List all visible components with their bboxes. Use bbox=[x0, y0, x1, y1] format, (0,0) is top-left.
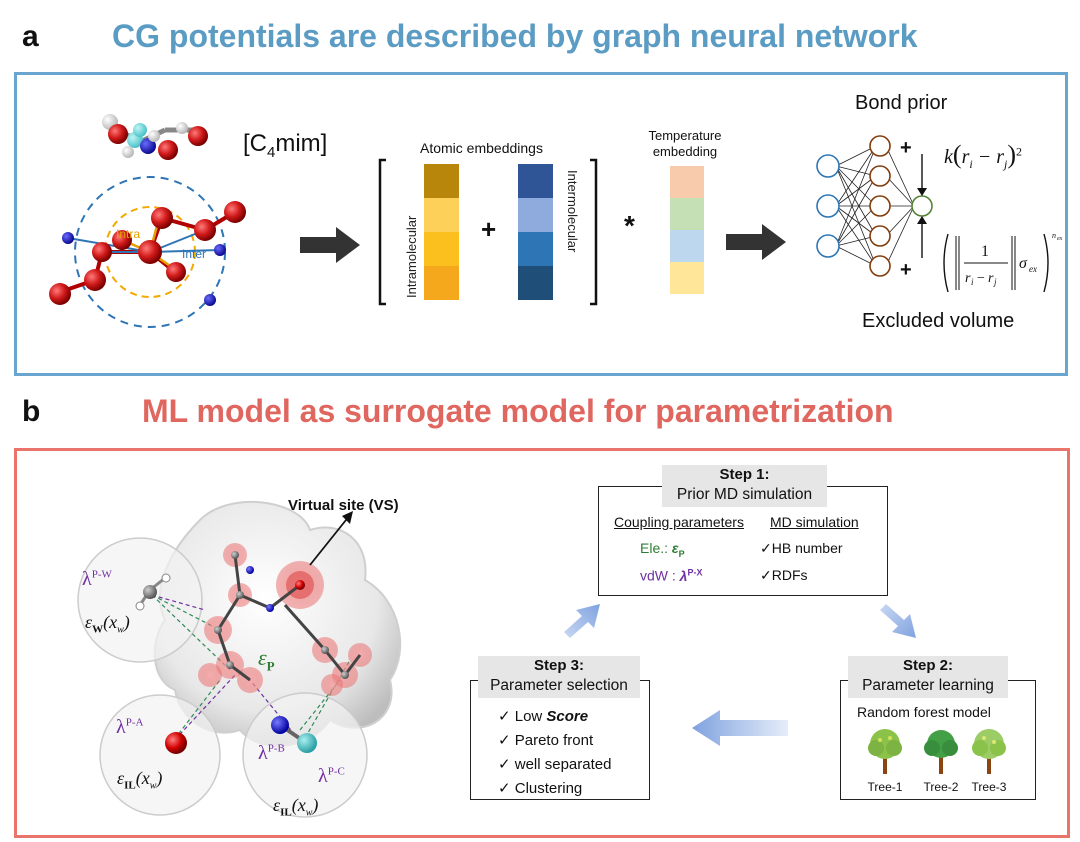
molecule-label: [C4mim] bbox=[243, 130, 328, 161]
inter-label: Inter bbox=[182, 247, 206, 261]
lambda-pw-label: λP-W bbox=[82, 568, 112, 590]
tree-3-label: Tree-3 bbox=[971, 780, 1007, 794]
molecular-surface-illustration bbox=[77, 500, 402, 818]
step1-header: Step 1: Prior MD simulation bbox=[662, 465, 827, 507]
svg-text:ex: ex bbox=[1029, 264, 1037, 274]
intra-embedding-cell bbox=[424, 232, 459, 266]
lambda-pa-label: λP-A bbox=[116, 716, 144, 738]
svg-text:n: n bbox=[1052, 231, 1056, 240]
step1-subtitle: Prior MD simulation bbox=[676, 486, 813, 503]
step3-title: Step 3: bbox=[533, 657, 584, 674]
step2-header: Step 2: Parameter learning bbox=[848, 656, 1008, 698]
epsilon-il-a-label: εIL(xw) bbox=[117, 768, 163, 792]
step3-header: Step 3: Parameter selection bbox=[478, 656, 640, 698]
electrostatic-parameter: Ele.: εP bbox=[640, 540, 685, 559]
intra-label: Intra bbox=[116, 227, 140, 241]
md-simulation-header: MD simulation bbox=[770, 514, 859, 530]
vdw-parameter: vdW : λP-X bbox=[640, 567, 703, 584]
step2-subtitle: Parameter learning bbox=[862, 677, 994, 694]
excluded-volume-plus: + bbox=[900, 259, 912, 281]
ionic-liquid-molecule-top bbox=[102, 114, 208, 160]
times-symbol: * bbox=[624, 210, 635, 241]
molecule-graph-illustration: Intra Inter bbox=[49, 114, 246, 328]
intra-embedding-cell bbox=[424, 266, 459, 300]
atomic-embeddings-label: Atomic embeddings bbox=[420, 140, 543, 156]
inter-embedding-cell bbox=[518, 232, 553, 266]
arrow-right-icon-2 bbox=[726, 224, 786, 260]
svg-text:−: − bbox=[977, 271, 985, 286]
virtual-site-label: Virtual site (VS) bbox=[288, 497, 399, 514]
arrow-left-icon bbox=[692, 710, 788, 746]
temperature-embedding-label: Temperature embedding bbox=[648, 128, 722, 159]
tree-1-label: Tree-1 bbox=[867, 780, 903, 794]
temperature-embedding-column bbox=[670, 166, 704, 294]
neural-network-diagram: + + bbox=[816, 135, 933, 281]
intermolecular-label: Intermolecular bbox=[565, 170, 580, 253]
tree-icon-2 bbox=[924, 730, 958, 774]
panel-a-letter: a bbox=[22, 20, 39, 53]
check-item-pareto: ✓ Pareto front bbox=[498, 732, 594, 749]
epsilon-w-label: εW(xw) bbox=[85, 612, 130, 636]
arrow-right-icon bbox=[300, 227, 360, 263]
inter-embedding-cell bbox=[518, 198, 553, 232]
svg-text:j: j bbox=[993, 277, 997, 287]
plus-symbol: + bbox=[481, 214, 496, 244]
epsilon-p-label: εP bbox=[258, 645, 275, 674]
svg-text:σ: σ bbox=[1019, 255, 1028, 272]
excluded-volume-label: Excluded volume bbox=[862, 310, 1015, 332]
temperature-embedding-cell bbox=[670, 198, 704, 230]
check-item-separated: ✓ well separated bbox=[498, 756, 612, 773]
inter-embedding-cell bbox=[518, 164, 553, 198]
tree-icon-1 bbox=[868, 729, 902, 774]
svg-text:i: i bbox=[971, 277, 974, 287]
panel-b-frame bbox=[14, 448, 1070, 838]
tree-icon-3 bbox=[972, 729, 1006, 774]
check-item-clustering: ✓ Clustering bbox=[498, 780, 583, 797]
hb-number-item: ✓HB number bbox=[760, 540, 843, 556]
tree-2-label: Tree-2 bbox=[923, 780, 959, 794]
atomic-embeddings-diagram: Intramolecular Intermolecular + bbox=[378, 158, 598, 306]
temperature-embedding-cell bbox=[670, 262, 704, 294]
arrow-down-right-icon bbox=[880, 604, 916, 638]
panel-b-letter: b bbox=[22, 395, 41, 428]
lambda-pb-label: λP-B bbox=[258, 742, 285, 764]
panel-a-title: CG potentials are described by graph neu… bbox=[112, 18, 918, 54]
rdfs-item: ✓RDFs bbox=[760, 567, 808, 583]
bond-prior-formula: k(ri − rj)2 bbox=[944, 140, 1022, 171]
bond-prior-plus: + bbox=[900, 137, 912, 159]
svg-text:1: 1 bbox=[981, 243, 989, 260]
check-item-low-score: ✓ Low Score bbox=[498, 708, 589, 725]
intra-embedding-cell bbox=[424, 164, 459, 198]
panel-a-frame bbox=[14, 72, 1068, 376]
step2-title: Step 2: bbox=[902, 657, 953, 674]
step3-box bbox=[470, 680, 650, 800]
step3-subtitle: Parameter selection bbox=[490, 677, 628, 694]
random-forest-label: Random forest model bbox=[857, 704, 991, 720]
excluded-volume-formula: 1 r i − r j σ ex n ex bbox=[940, 228, 1065, 298]
svg-text:ex: ex bbox=[1057, 236, 1063, 242]
inter-embedding-cell bbox=[518, 266, 553, 300]
temperature-embedding-cell bbox=[670, 230, 704, 262]
svg-text:r: r bbox=[988, 271, 994, 286]
temperature-embedding-cell bbox=[670, 166, 704, 198]
panel-b-title: ML model as surrogate model for parametr… bbox=[142, 393, 894, 429]
step3-checklist: ✓ Low Score ✓ Pareto front ✓ well separa… bbox=[498, 705, 611, 801]
bond-prior-label: Bond prior bbox=[855, 92, 948, 114]
intramolecular-label: Intramolecular bbox=[404, 215, 419, 298]
step1-title: Step 1: bbox=[719, 466, 770, 483]
lambda-pc-label: λP-C bbox=[318, 765, 345, 787]
intra-embedding-cell bbox=[424, 198, 459, 232]
coupling-parameters-header: Coupling parameters bbox=[614, 514, 744, 530]
random-forest-trees bbox=[868, 729, 1006, 774]
svg-text:r: r bbox=[965, 271, 971, 286]
epsilon-il-bc-label: εIL(xw) bbox=[273, 795, 319, 819]
arrow-up-right-icon bbox=[564, 604, 600, 638]
